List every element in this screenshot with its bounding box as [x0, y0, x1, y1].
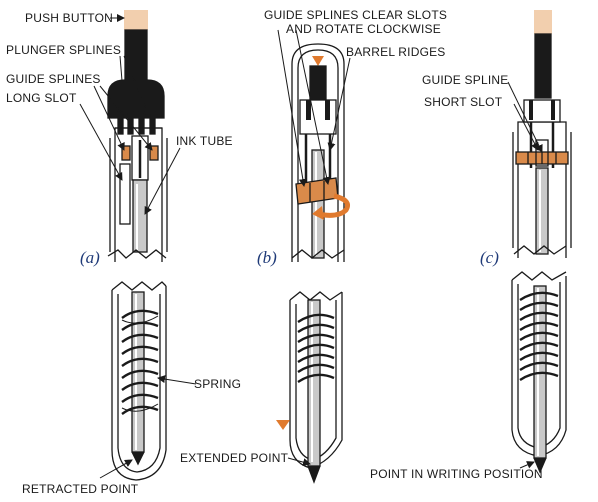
label-guide-splines-clear-1: GUIDE SPLINES CLEAR SLOTS [264, 8, 447, 22]
label-retracted-point: RETRACTED POINT [22, 482, 138, 496]
label-extended-point: EXTENDED POINT [180, 451, 288, 465]
label-guide-splines: GUIDE SPLINES [6, 72, 101, 86]
label-ink-tube: INK TUBE [176, 134, 233, 148]
ink-tube-a [133, 180, 147, 252]
label-guide-spline: GUIDE SPLINE [422, 73, 508, 87]
side-arrow-b [276, 420, 290, 430]
panel-c-bottom [512, 272, 566, 472]
label-short-slot: SHORT SLOT [424, 95, 502, 109]
panel-a-bottom [112, 282, 166, 480]
label-point-in-writing-position: POINT IN WRITING POSITION [370, 467, 543, 481]
label-guide-splines-clear-2: AND ROTATE CLOCKWISE [286, 22, 441, 36]
label-push-button: PUSH BUTTON [25, 11, 113, 25]
label-spring: SPRING [194, 377, 241, 391]
rotating-splines-b [296, 178, 338, 204]
guide-spline-a-right [150, 146, 158, 160]
push-button-c [534, 10, 552, 34]
down-arrow-b [312, 56, 324, 66]
panel-b-top [292, 44, 348, 262]
plunger-stem-a [125, 30, 147, 88]
panel-tag-c: (c) [480, 248, 499, 268]
extended-point-b [308, 466, 320, 482]
label-barrel-ridges: BARREL RIDGES [346, 45, 446, 59]
label-long-slot: LONG SLOT [6, 91, 76, 105]
panel-c-top [513, 10, 571, 258]
label-plunger-splines: PLUNGER SPLINES [6, 43, 121, 57]
panel-tag-a: (a) [80, 248, 100, 268]
long-slot-a [120, 164, 130, 224]
push-button-a [124, 10, 148, 30]
panel-tag-b: (b) [257, 248, 277, 268]
plunger-block-b [300, 100, 336, 134]
retracted-point-a [132, 452, 144, 464]
